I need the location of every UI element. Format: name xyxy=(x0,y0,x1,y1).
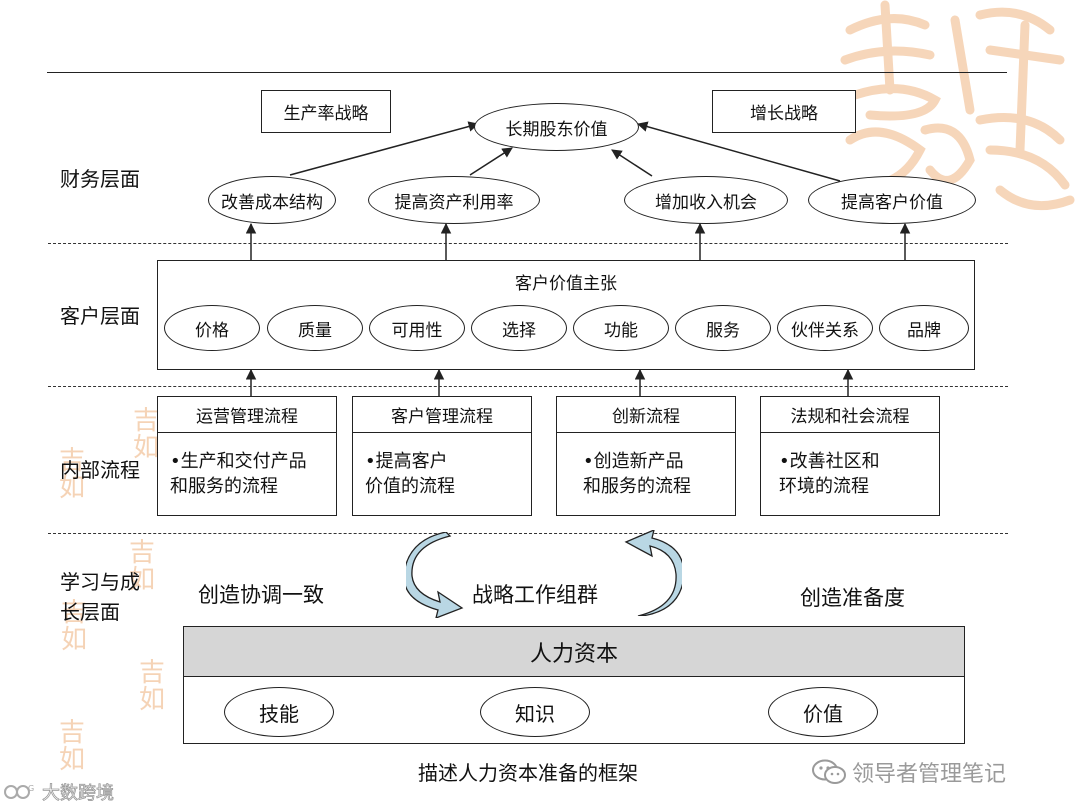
financial-driver-node: 提高客户价值 xyxy=(808,176,976,224)
learning-right-label: 创造准备度 xyxy=(800,582,905,612)
customer-value-item: 价格 xyxy=(164,305,260,351)
process-title: 运营管理流程 xyxy=(158,397,336,433)
layer-label-learning: 学习与成 长层面 xyxy=(60,567,140,627)
cycle-arrow-icon xyxy=(406,532,466,618)
customer-value-item: 伙伴关系 xyxy=(777,305,873,351)
brand-watermark-text: 大数跨境 xyxy=(42,779,114,805)
customer-value-item: 选择 xyxy=(471,305,567,351)
svg-text:G: G xyxy=(28,784,34,793)
process-box-regulatory: 法规和社会流程 •改善社区和 环境的流程 xyxy=(760,396,940,516)
process-description: •创造新产品 和服务的流程 xyxy=(557,433,735,499)
brand-watermark: G 大数跨境 xyxy=(4,779,114,805)
process-title: 客户管理流程 xyxy=(353,397,531,433)
human-capital-item: 价值 xyxy=(768,687,878,737)
shareholder-value-node: 长期股东价值 xyxy=(474,103,639,151)
layer-divider xyxy=(48,386,1008,387)
layer-divider xyxy=(48,533,1008,534)
layer-label-financial: 财务层面 xyxy=(60,163,140,192)
wechat-watermark: 领导者管理笔记 xyxy=(812,756,1006,788)
brand-logo-icon: G xyxy=(4,782,38,802)
wechat-icon xyxy=(812,759,846,785)
cycle-arrow-icon xyxy=(620,530,682,616)
process-description: •提高客户 价值的流程 xyxy=(353,433,531,499)
figure-caption: 描述人力资本准备的框架 xyxy=(418,757,638,786)
human-capital-header: 人力资本 xyxy=(184,627,964,677)
customer-value-item: 品牌 xyxy=(879,305,969,351)
productivity-strategy-box: 生产率战略 xyxy=(261,90,391,133)
customer-value-item: 功能 xyxy=(573,305,669,351)
customer-value-item: 可用性 xyxy=(369,305,465,351)
process-title: 法规和社会流程 xyxy=(761,397,939,433)
process-title: 创新流程 xyxy=(557,397,735,433)
customer-value-title: 客户价值主张 xyxy=(158,269,974,294)
financial-driver-node: 提高资产利用率 xyxy=(368,176,540,224)
wechat-account-name: 领导者管理笔记 xyxy=(852,756,1006,788)
learning-center-label: 战略工作组群 xyxy=(472,579,598,609)
process-description: •改善社区和 环境的流程 xyxy=(761,433,939,499)
layer-label-customer: 客户层面 xyxy=(60,300,140,329)
layer-divider xyxy=(48,243,1008,244)
financial-driver-node: 增加收入机会 xyxy=(624,176,788,224)
human-capital-item: 知识 xyxy=(480,687,590,737)
process-box-operations: 运营管理流程 •生产和交付产品 和服务的流程 xyxy=(157,396,337,516)
customer-value-item: 服务 xyxy=(675,305,771,351)
process-box-innovation: 创新流程 •创造新产品 和服务的流程 xyxy=(556,396,736,516)
layer-label-internal: 内部流程 xyxy=(60,454,140,483)
human-capital-item: 技能 xyxy=(224,687,334,737)
process-description: •生产和交付产品 和服务的流程 xyxy=(158,433,336,499)
learning-left-label: 创造协调一致 xyxy=(198,579,324,609)
customer-value-item: 质量 xyxy=(267,305,363,351)
growth-strategy-box: 增长战略 xyxy=(712,90,856,133)
financial-driver-node: 改善成本结构 xyxy=(208,176,336,224)
process-box-customer: 客户管理流程 •提高客户 价值的流程 xyxy=(352,396,532,516)
